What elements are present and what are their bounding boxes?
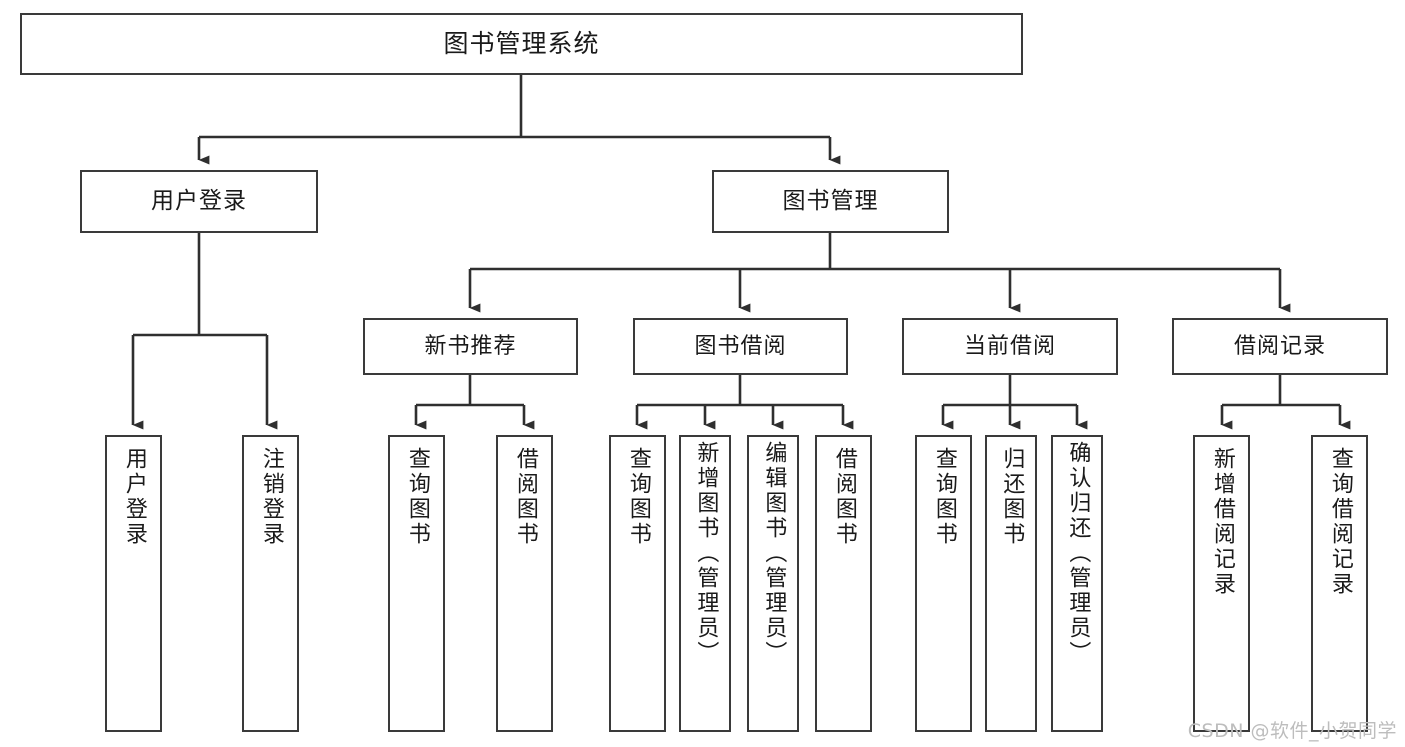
node-label: 编辑图书（管理员） [761,441,787,666]
node-label: 查询图书 [931,447,957,547]
node-label: 用户登录 [151,187,247,214]
node-label: 当前借阅 [963,333,1056,359]
node-label: 借阅图书 [831,447,857,547]
node-label: 借阅图书 [512,447,538,547]
leaf-query-book-current[interactable]: 查询图书 [915,435,972,732]
node-new-book-recommend[interactable]: 新书推荐 [363,318,578,375]
node-root-system[interactable]: 图书管理系统 [20,13,1023,75]
node-label: 新增借阅记录 [1209,447,1235,597]
node-current-borrow[interactable]: 当前借阅 [902,318,1118,375]
node-user-login[interactable]: 用户登录 [80,170,318,233]
node-book-management[interactable]: 图书管理 [712,170,949,233]
node-label: 图书借阅 [694,333,787,359]
leaf-edit-book-admin[interactable]: 编辑图书（管理员） [747,435,799,732]
leaf-query-book-recommend[interactable]: 查询图书 [388,435,445,732]
node-label: 归还图书 [999,447,1025,547]
node-label: 确认归还（管理员） [1065,441,1091,666]
node-label: 查询图书 [625,447,651,547]
node-label: 新书推荐 [424,333,517,359]
leaf-confirm-return-admin[interactable]: 确认归还（管理员） [1051,435,1103,732]
leaf-query-borrow-record[interactable]: 查询借阅记录 [1311,435,1368,732]
node-label: 图书管理系统 [443,29,600,59]
leaf-borrow-book-recommend[interactable]: 借阅图书 [496,435,553,732]
leaf-query-book-borrow[interactable]: 查询图书 [609,435,666,732]
node-book-borrow[interactable]: 图书借阅 [633,318,848,375]
leaf-add-book-admin[interactable]: 新增图书（管理员） [679,435,731,732]
node-label: 用户登录 [121,447,147,547]
node-label: 查询借阅记录 [1327,447,1353,597]
csdn-watermark: CSDN @软件_小贺同学 [1187,720,1397,742]
node-label: 图书管理 [782,187,879,214]
node-label: 借阅记录 [1233,333,1326,359]
node-label: 注销登录 [258,447,284,547]
node-label: 新增图书（管理员） [693,441,719,666]
leaf-borrow-book[interactable]: 借阅图书 [815,435,872,732]
leaf-add-borrow-record[interactable]: 新增借阅记录 [1193,435,1250,732]
leaf-user-login[interactable]: 用户登录 [105,435,162,732]
leaf-logout[interactable]: 注销登录 [242,435,299,732]
node-borrow-record[interactable]: 借阅记录 [1172,318,1388,375]
leaf-return-book[interactable]: 归还图书 [985,435,1037,732]
node-label: 查询图书 [404,447,430,547]
